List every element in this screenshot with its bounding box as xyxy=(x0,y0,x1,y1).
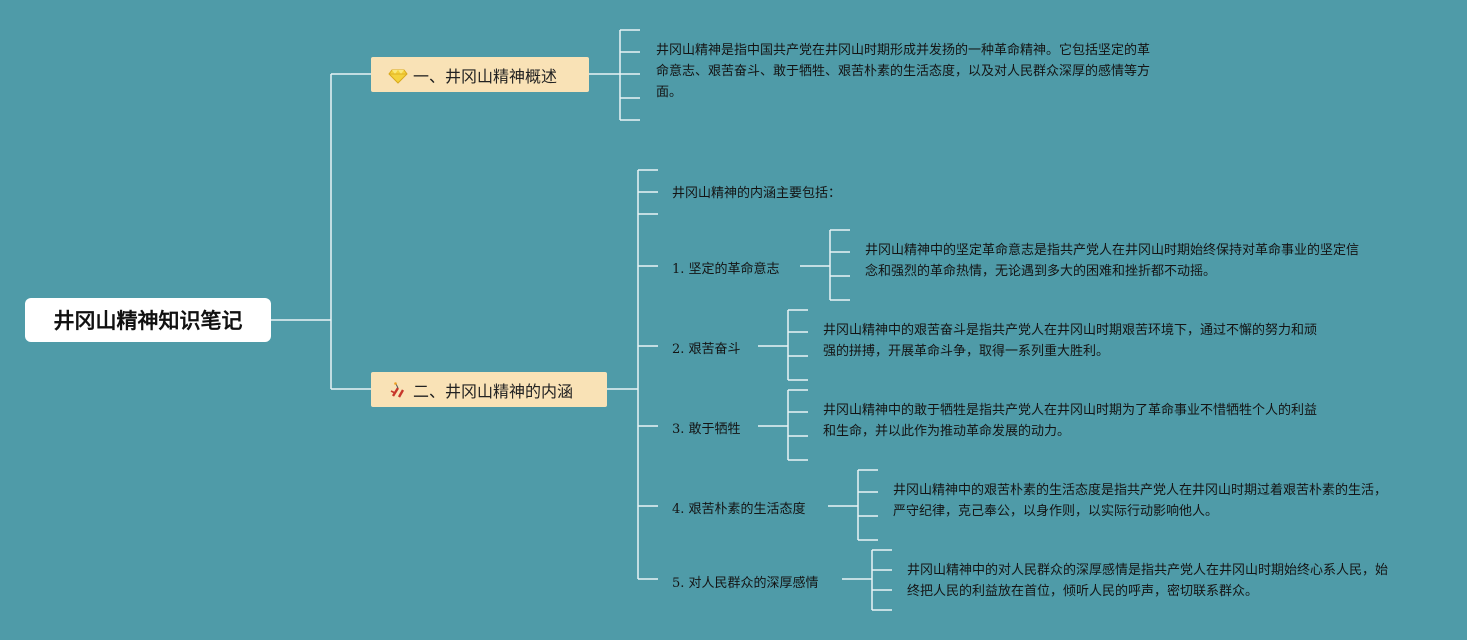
bracket-item1 xyxy=(829,229,850,301)
connotation-intro: 井冈山精神的内涵主要包括： xyxy=(672,186,842,201)
item-5-text: 井冈山精神中的对人民群众的深厚感情是指共产党人在井冈山时期始终心系人民，始终把人… xyxy=(907,563,1389,599)
item-3-text: 井冈山精神中的敢于牺牲是指共产党人在井冈山时期为了革命事业不惜牺牲个人的利益和生… xyxy=(823,403,1318,439)
item-4-label[interactable]: 4. 艰苦朴素的生活态度 xyxy=(672,502,806,517)
bracket-item5 xyxy=(871,549,892,611)
firecracker-icon xyxy=(387,379,409,401)
item-5-label[interactable]: 5. 对人民群众的深厚感情 xyxy=(672,576,819,591)
bracket-item2 xyxy=(787,309,808,381)
topic-overview-label: 一、井冈山精神概述 xyxy=(413,66,558,86)
item-2-text: 井冈山精神中的艰苦奋斗是指共产党人在井冈山时期艰苦环境下，通过不懈的努力和顽强的… xyxy=(823,323,1318,359)
gem-icon xyxy=(387,64,409,86)
bracket-topic1 xyxy=(619,29,640,121)
topic-overview[interactable]: 一、井冈山精神概述 xyxy=(371,57,589,92)
bracket-item4 xyxy=(857,469,878,541)
root-node[interactable]: 井冈山精神知识笔记 xyxy=(25,298,271,342)
overview-text: 井冈山精神是指中国共产党在井冈山时期形成并发扬的一种革命精神。它包括坚定的革命意… xyxy=(656,43,1151,100)
item-3-label[interactable]: 3. 敢于牺牲 xyxy=(672,422,741,437)
bracket-item3 xyxy=(787,389,808,461)
bracket-topic2 xyxy=(637,169,658,580)
root-title: 井冈山精神知识笔记 xyxy=(53,309,243,333)
topic-connotation-label: 二、井冈山精神的内涵 xyxy=(413,381,574,401)
topic-connotation[interactable]: 二、井冈山精神的内涵 xyxy=(371,372,607,407)
item-4-text: 井冈山精神中的艰苦朴素的生活态度是指共产党人在井冈山时期过着艰苦朴素的生活，严守… xyxy=(893,483,1388,519)
item-1-text: 井冈山精神中的坚定革命意志是指共产党人在井冈山时期始终保持对革命事业的坚定信念和… xyxy=(865,243,1360,279)
item-2-label[interactable]: 2. 艰苦奋斗 xyxy=(672,342,741,357)
item-1-label[interactable]: 1. 坚定的革命意志 xyxy=(672,262,780,277)
